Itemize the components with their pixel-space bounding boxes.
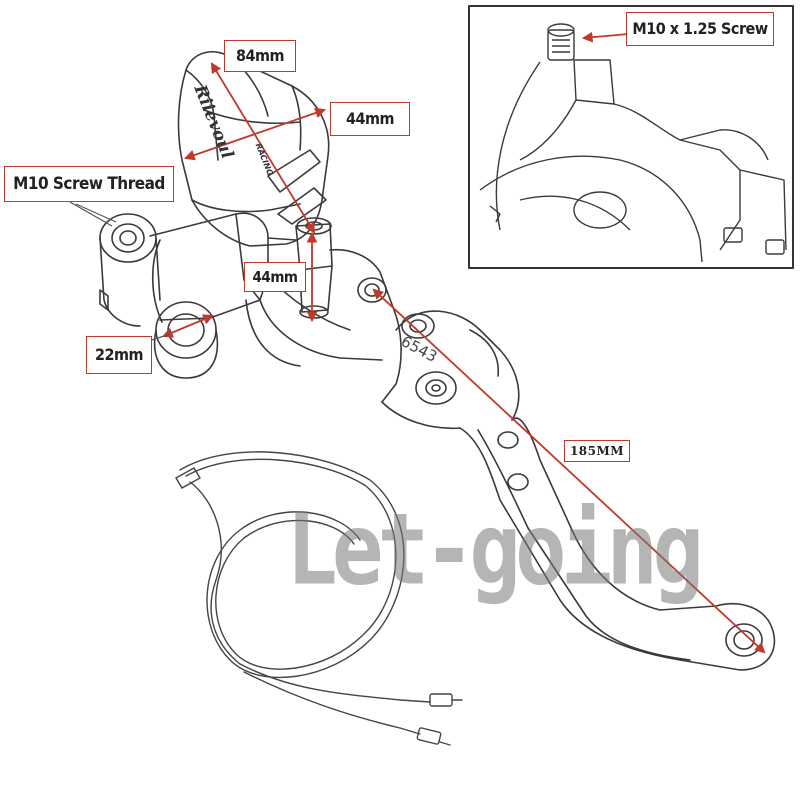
handlebar-clamp [155, 301, 217, 359]
label-22mm: 22mm [86, 336, 152, 374]
inset-screw [547, 29, 575, 61]
dim-line-22mm [162, 314, 214, 338]
label-84mm: 84mm [224, 40, 296, 72]
watermark: Let-going [286, 492, 704, 608]
label-m10-x-1-25-screw: M10 x 1.25 Screw [626, 12, 774, 46]
label-44mm-side: 44mm [330, 102, 410, 136]
dim-line-44mm-side [183, 107, 327, 161]
screw-boss [99, 213, 157, 263]
leader-lines [69, 201, 171, 341]
brake-switch-wire [175, 451, 463, 746]
dimension-lines [162, 31, 766, 654]
connector-1 [429, 693, 453, 707]
reservoir [177, 50, 330, 247]
connector-2 [416, 727, 442, 745]
pointer-inset-screw [581, 31, 629, 43]
dim-line-185mm [372, 288, 766, 654]
inset-frame [468, 5, 794, 269]
inset-detail-sketch [468, 5, 794, 269]
label-185mm: 185MM [564, 440, 630, 462]
label-m10-screw-thread: M10 Screw Thread [4, 166, 174, 202]
label-44mm-center: 44mm [244, 262, 306, 292]
